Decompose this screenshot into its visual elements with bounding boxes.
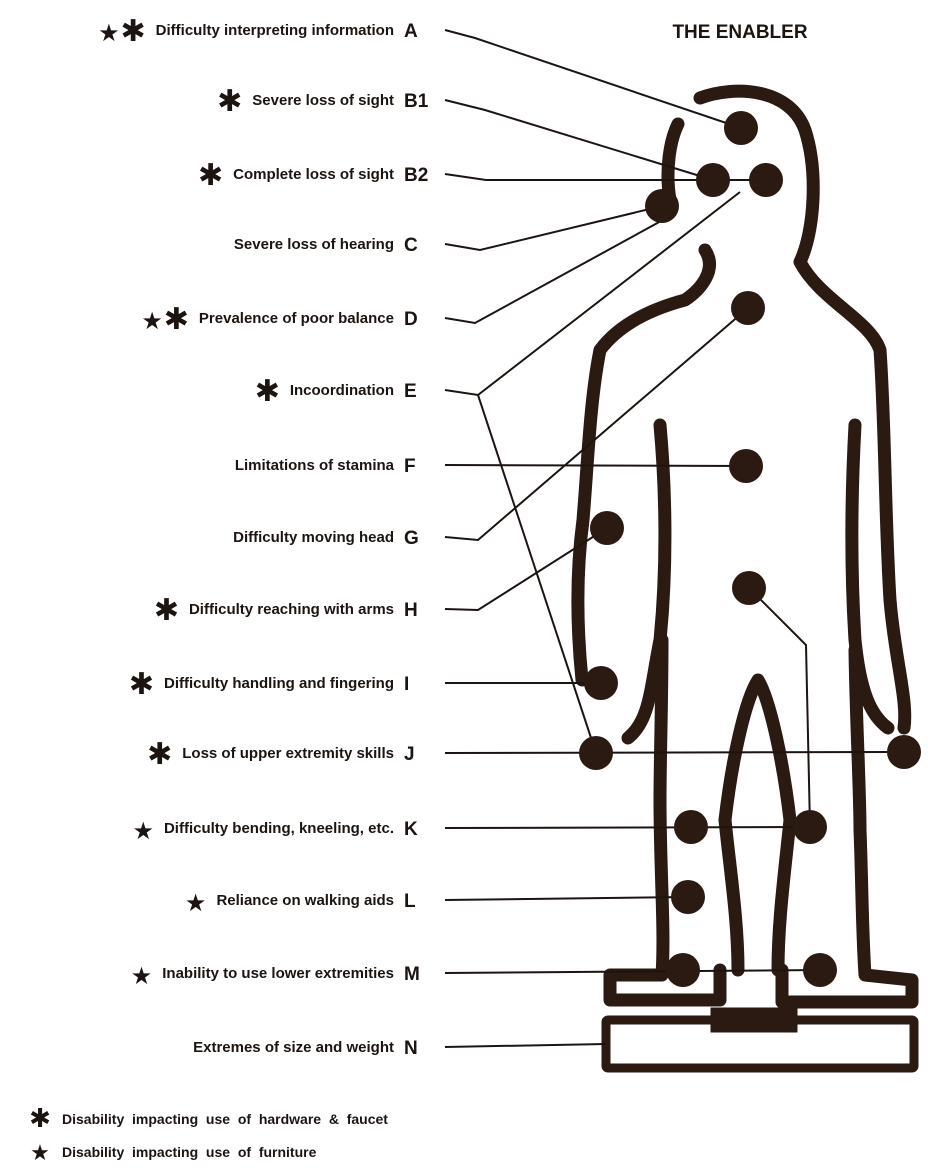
body-dot — [579, 736, 613, 770]
label-row: M Inability to use lower extremities ★ — [131, 962, 445, 990]
label-text: Limitations of stamina — [235, 457, 395, 474]
label-row: J Loss of upper extremity skills ✱ — [147, 737, 445, 772]
body-dot — [793, 810, 827, 844]
star-icon: ★ — [30, 1141, 50, 1166]
label-code: I — [404, 674, 409, 695]
label-code: E — [404, 381, 417, 402]
body-dot — [729, 449, 763, 483]
label-code: N — [404, 1038, 418, 1059]
label-row: K Difficulty bending, kneeling, etc. ★ — [132, 817, 445, 845]
label-row: E Incoordination ✱ — [255, 374, 445, 409]
body-dot — [731, 291, 765, 325]
label-row: G Difficulty moving head — [233, 528, 445, 549]
body-dot — [671, 880, 705, 914]
asterisk-icon: ✱ — [121, 14, 146, 49]
label-text: Extremes of size and weight — [193, 1039, 394, 1056]
label-code: L — [404, 891, 416, 912]
label-row: B2 Complete loss of sight ✱ — [198, 158, 445, 193]
label-text: Difficulty interpreting information — [156, 22, 394, 39]
asterisk-icon: ✱ — [164, 302, 189, 337]
label-text: Loss of upper extremity skills — [182, 745, 394, 762]
human-figure — [578, 91, 912, 1002]
label-text: Prevalence of poor balance — [199, 310, 394, 327]
label-code: F — [404, 456, 416, 477]
body-dot — [674, 810, 708, 844]
label-row: I Difficulty handling and fingering ✱ — [129, 667, 445, 702]
label-code: B1 — [404, 91, 429, 112]
body-dot — [696, 163, 730, 197]
body-dots — [579, 111, 921, 987]
label-text: Difficulty moving head — [233, 529, 394, 546]
star-icon: ★ — [132, 817, 154, 845]
body-dot — [666, 953, 700, 987]
label-row: A Difficulty interpreting information ✱★ — [98, 14, 445, 49]
legend-text: Disability impacting use of furniture — [62, 1144, 317, 1160]
scale-platform — [606, 1012, 914, 1068]
connector-line — [445, 827, 810, 828]
asterisk-icon: ✱ — [129, 667, 154, 702]
connector-line — [445, 465, 746, 466]
body-dot — [803, 953, 837, 987]
body-dot — [732, 571, 766, 605]
label-code: C — [404, 235, 418, 256]
label-text: Inability to use lower extremities — [162, 965, 394, 982]
legend: ✱ Disability impacting use of hardware & … — [29, 1104, 388, 1166]
connector-line — [749, 588, 810, 827]
body-dot — [887, 735, 921, 769]
asterisk-icon: ✱ — [217, 84, 242, 119]
asterisk-icon: ✱ — [255, 374, 280, 409]
label-row: N Extremes of size and weight — [193, 1038, 445, 1059]
star-icon: ★ — [131, 962, 153, 990]
asterisk-icon: ✱ — [147, 737, 172, 772]
asterisk-icon: ✱ — [198, 158, 223, 193]
legend-text: Disability impacting use of hardware & f… — [62, 1111, 388, 1127]
label-text: Difficulty bending, kneeling, etc. — [164, 820, 394, 837]
star-icon: ★ — [98, 19, 120, 47]
connector-line — [445, 897, 688, 900]
body-dot — [645, 189, 679, 223]
label-code: K — [404, 819, 418, 840]
star-icon: ★ — [185, 889, 207, 917]
label-row: F Limitations of stamina — [235, 456, 445, 477]
asterisk-icon: ✱ — [154, 593, 179, 628]
label-code: B2 — [404, 165, 428, 186]
label-code: A — [404, 21, 418, 42]
label-code: H — [404, 600, 418, 621]
label-row: B1 Severe loss of sight ✱ — [217, 84, 445, 119]
label-text: Difficulty reaching with arms — [189, 601, 394, 618]
label-text: Incoordination — [290, 382, 394, 399]
label-code: D — [404, 309, 418, 330]
body-dot — [749, 163, 783, 197]
connector-line — [445, 206, 662, 250]
label-row: H Difficulty reaching with arms ✱ — [154, 593, 445, 628]
asterisk-icon: ✱ — [29, 1104, 51, 1134]
label-code: M — [404, 964, 420, 985]
diagram-title: THE ENABLER — [672, 22, 807, 43]
connector-line — [445, 752, 904, 753]
label-row: D Prevalence of poor balance ✱★ — [141, 302, 445, 337]
connector-line — [445, 1044, 606, 1047]
label-text: Complete loss of sight — [233, 166, 394, 183]
label-text: Severe loss of hearing — [234, 236, 394, 253]
label-code: G — [404, 528, 419, 549]
body-dot — [584, 666, 618, 700]
connector-line — [445, 30, 741, 128]
label-text: Severe loss of sight — [252, 92, 394, 109]
body-dot — [724, 111, 758, 145]
label-row: L Reliance on walking aids ★ — [185, 889, 445, 917]
star-icon: ★ — [141, 307, 163, 335]
label-text: Reliance on walking aids — [216, 892, 394, 909]
label-row: C Severe loss of hearing — [234, 235, 445, 256]
label-text: Difficulty handling and fingering — [164, 675, 394, 692]
label-code: J — [404, 744, 415, 765]
body-dot — [590, 511, 624, 545]
